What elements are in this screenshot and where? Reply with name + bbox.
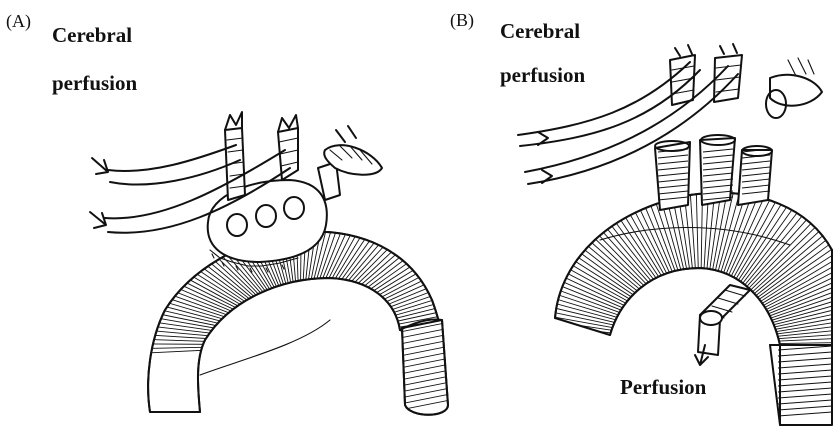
graft-hatch-line [502,350,661,366]
panel-b-arch-perfusion-cannula [695,285,750,365]
panel-a-flow-arrow-2 [90,212,106,228]
graft-hatch-line [500,343,660,345]
panel-a-descending-aorta [400,319,450,414]
panel-b: (B) Cerebral perfusion [450,10,835,425]
panel-b-label: (B) [450,10,474,31]
graft-hatch-line [501,325,660,340]
graft-hatch-line [501,331,660,342]
panel-a-label: (A) [6,11,31,32]
panel-b-cerebral-label-line2: perfusion [500,63,586,87]
panel-a-cerebral-label-line1: Cerebral [52,23,132,47]
graft-hatch-line [130,344,260,345]
panel-b-branch-grafts [655,135,772,210]
graft-hatch-line [500,347,660,354]
panel-b-head-vessels [670,44,822,118]
panel-a-flow-arrow-1 [92,158,108,174]
panel-b-perfusion-label: Perfusion [620,375,707,399]
panel-b-descending-aorta [770,345,832,425]
graft-hatch-line [501,349,660,361]
graft-hatch-line [500,346,660,349]
panel-a-cerebral-label-line2: perfusion [52,71,138,95]
graft-hatch-line [500,337,660,343]
graft-hatch-line [502,351,660,371]
panel-a: (A) Cerebral perfusion [6,11,470,415]
panel-b-cerebral-label-line1: Cerebral [500,19,580,43]
